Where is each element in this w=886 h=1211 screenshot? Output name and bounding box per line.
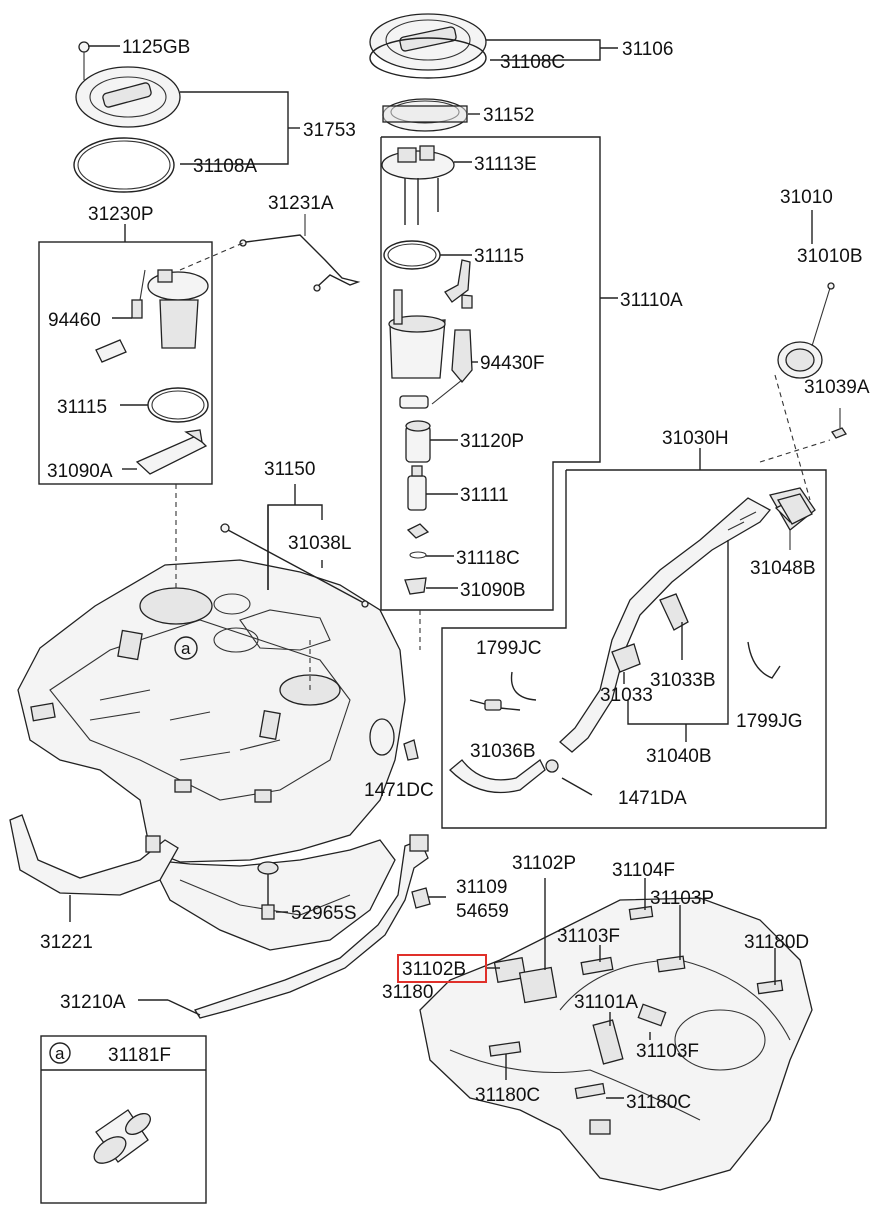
rod-31038L [220,523,369,608]
label-31115-left: 31115 [57,397,107,418]
label-31033B: 31033B [650,670,716,691]
label-1799JC: 1799JC [476,638,542,659]
label-31231A: 31231A [268,193,334,214]
label-31102P: 31102P [512,853,576,874]
label-31115-center: 31115 [474,246,524,267]
label-31118C: 31118C [456,548,520,569]
pump-31111 [407,465,427,511]
label-31108A: 31108A [193,156,257,177]
cover-31106 [369,13,487,79]
hose-1799JG [747,641,781,679]
label-31109: 31109 [456,877,507,898]
label-31152: 31152 [483,105,534,126]
sender-assembly-94460 [95,269,209,363]
label-31104F: 31104F [612,860,675,881]
label-31103P: 31103P [650,888,714,909]
label-31150: 31150 [264,459,315,480]
module-box-31110A [380,136,601,611]
strap-31210A [167,834,429,1019]
strainer-31090B [404,577,427,595]
nut-31109 [411,887,431,909]
label-54659: 54659 [456,901,509,922]
label-52965S: 52965S [291,903,357,924]
gasket-31048B [777,493,813,525]
strap-31221 [9,814,179,896]
bracket-31033B [659,593,689,631]
legend-box-31181F [40,1035,207,1204]
label-31113E: 31113E [474,154,537,175]
label-31102B: 31102B [402,959,466,980]
label-31103F-top: 31103F [557,926,620,947]
label-1471DC: 1471DC [364,780,434,801]
strainer-small [406,523,430,539]
bracket-31033 [611,643,641,673]
label-31039A: 31039A [804,377,870,398]
oring-31115-center [383,240,441,270]
oring-31115-left [147,387,209,423]
label-31033: 31033 [600,685,653,706]
label-1471DA: 1471DA [618,788,687,809]
clip-31118C [409,551,427,559]
label-31030H: 31030H [662,428,729,449]
main-fuel-tank [17,559,406,951]
tube-31231A [239,214,361,292]
label-31120P: 31120P [460,431,524,452]
label-a-marker: a [181,639,191,658]
label-31108C: 31108C [500,52,565,73]
clip-1471DC [403,739,419,761]
label-31180D: 31180D [744,932,809,953]
label-31010B: 31010B [797,246,863,267]
label-a-legend: a [55,1044,65,1063]
label-31180C-right: 31180C [626,1092,691,1113]
label-31090B: 31090B [460,580,526,601]
label-31221: 31221 [40,932,93,953]
highlight-31102B [397,954,487,983]
label-31038L: 31038L [288,533,351,554]
leader-31106 [486,39,601,61]
label-94460: 94460 [48,310,101,331]
label-31048B: 31048B [750,558,816,579]
reservoir-canister [388,289,446,379]
leader-31040B [627,540,729,725]
hose-31036B [449,759,559,794]
label-31103F-bottom: 31103F [636,1041,699,1062]
bolt-31039A [831,427,847,439]
label-1125GB: 1125GB [122,37,190,58]
label-31101A: 31101A [574,992,638,1013]
part-31181F [93,1109,152,1164]
fuel-cap-31010 [777,282,835,379]
strainer-31090A [135,429,208,475]
hose-1799JC [469,671,537,711]
label-31180: 31180 [382,982,433,1003]
label-31111: 31111 [460,485,509,506]
label-31110A: 31110A [620,290,683,311]
label-31106: 31106 [622,39,673,60]
leader-31753 [180,91,300,165]
circle-marker-a [174,636,198,660]
label-31010: 31010 [780,187,833,208]
flange-31113E [381,145,455,225]
label-31230P: 31230P [88,204,154,225]
sender-94430F [399,329,473,409]
filler-box-31030H [441,469,827,829]
filter-31120P [405,420,431,463]
label-1799JG: 1799JG [736,711,803,732]
cover-plate-31753 [75,41,181,128]
label-31210A: 31210A [60,992,126,1013]
gasket-31108A [73,137,175,193]
label-31180C-left: 31180C [475,1085,540,1106]
label-31181F: 31181F [108,1045,171,1066]
bolt-52965S [257,861,279,920]
bracket-part [444,259,473,309]
label-31753: 31753 [303,120,356,141]
lock-ring-31152 [382,98,468,132]
label-94430F: 94430F [480,353,544,374]
label-31036B: 31036B [470,741,536,762]
label-31090A: 31090A [47,461,113,482]
lower-tank-pads [419,897,813,1191]
label-31040B: 31040B [646,746,712,767]
